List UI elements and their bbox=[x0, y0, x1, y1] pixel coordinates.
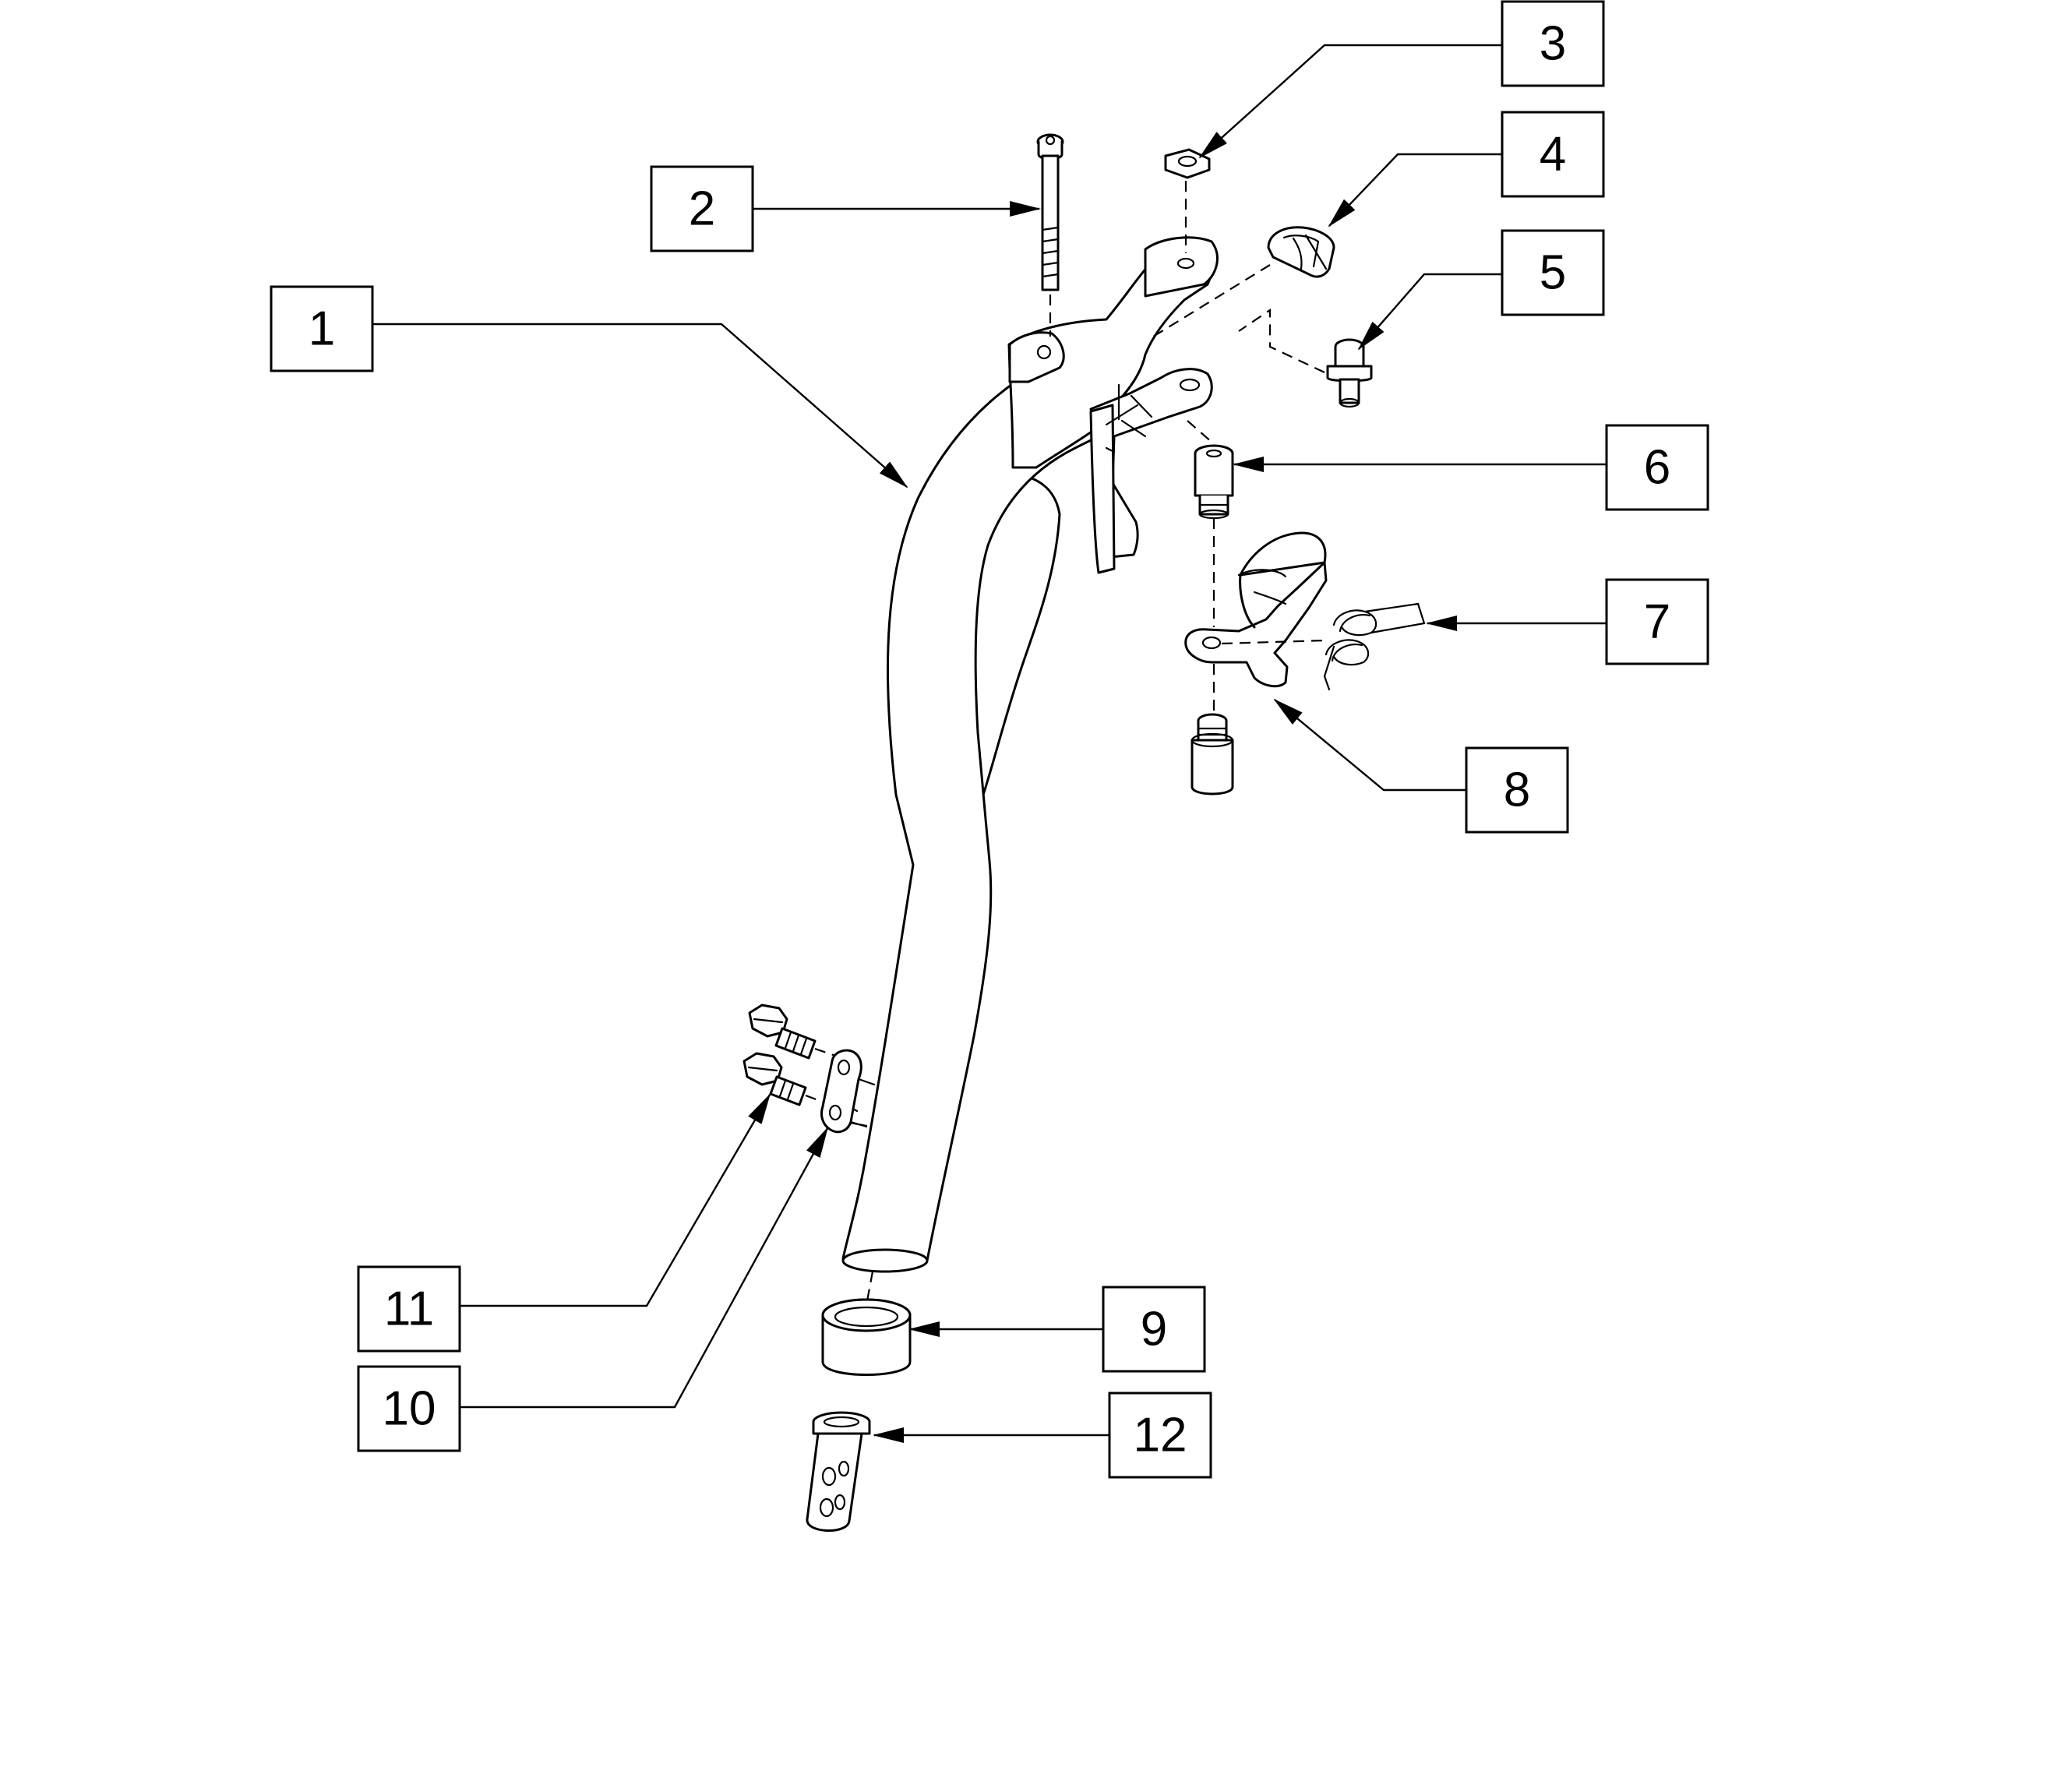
leader-10 bbox=[460, 1127, 829, 1409]
part-4-bumper bbox=[1152, 226, 1335, 337]
leader-5 bbox=[1357, 273, 1502, 351]
callout-1-label: 1 bbox=[309, 302, 335, 356]
callout-4-label: 4 bbox=[1540, 128, 1566, 182]
leader-8 bbox=[1273, 698, 1466, 792]
part-5-shoulder-pin bbox=[1238, 308, 1373, 408]
callout-5: 5 bbox=[1501, 229, 1605, 316]
bracket-side-plate bbox=[1089, 404, 1116, 574]
leader-1 bbox=[372, 323, 908, 489]
callout-4: 4 bbox=[1501, 111, 1605, 198]
callout-11: 11 bbox=[357, 1265, 461, 1353]
lower-latch-bushing bbox=[1190, 664, 1234, 795]
part-11-hex-bolts bbox=[743, 1004, 838, 1106]
main-tube bbox=[841, 330, 1133, 1272]
part-10-clamp-plate bbox=[820, 1049, 876, 1134]
leader-11 bbox=[460, 1093, 771, 1307]
callout-3: 3 bbox=[1501, 0, 1605, 87]
yoke-upper-lug bbox=[1008, 331, 1065, 383]
part-9-lower-sleeve bbox=[821, 1271, 912, 1376]
part-6-upper-bushing bbox=[1187, 420, 1234, 627]
callout-9: 9 bbox=[1102, 1286, 1206, 1373]
callout-10-label: 10 bbox=[383, 1382, 436, 1436]
callout-2-label: 2 bbox=[689, 182, 715, 236]
callout-7-label: 7 bbox=[1644, 595, 1670, 649]
part-1-tube-frame bbox=[841, 236, 1219, 1273]
top-yoke-bracket bbox=[1007, 242, 1217, 469]
part-2-long-screw bbox=[1036, 133, 1064, 337]
callout-8: 8 bbox=[1465, 746, 1569, 834]
part-12-pivot-pin bbox=[806, 1411, 871, 1532]
callout-12-label: 12 bbox=[1134, 1409, 1187, 1462]
callout-6-label: 6 bbox=[1644, 441, 1670, 495]
callout-1: 1 bbox=[270, 285, 374, 372]
part-3-nut bbox=[1164, 148, 1211, 253]
callout-11-label: 11 bbox=[384, 1282, 434, 1336]
callout-12: 12 bbox=[1108, 1392, 1212, 1479]
callout-6: 6 bbox=[1605, 424, 1709, 511]
callout-5-label: 5 bbox=[1540, 246, 1566, 300]
part-7-torsion-spring bbox=[1323, 602, 1426, 691]
callout-7: 7 bbox=[1605, 578, 1709, 665]
callout-2: 2 bbox=[650, 165, 754, 252]
callout-8-label: 8 bbox=[1504, 764, 1530, 817]
leader-4 bbox=[1328, 153, 1502, 228]
callout-10: 10 bbox=[357, 1365, 461, 1452]
part-8-latch-arm bbox=[1184, 531, 1328, 688]
callout-3-label: 3 bbox=[1540, 17, 1566, 71]
leader-3 bbox=[1198, 44, 1502, 159]
tube-bottom-end bbox=[841, 1248, 929, 1273]
leader-lines bbox=[372, 44, 1607, 1443]
callout-9-label: 9 bbox=[1141, 1303, 1167, 1356]
